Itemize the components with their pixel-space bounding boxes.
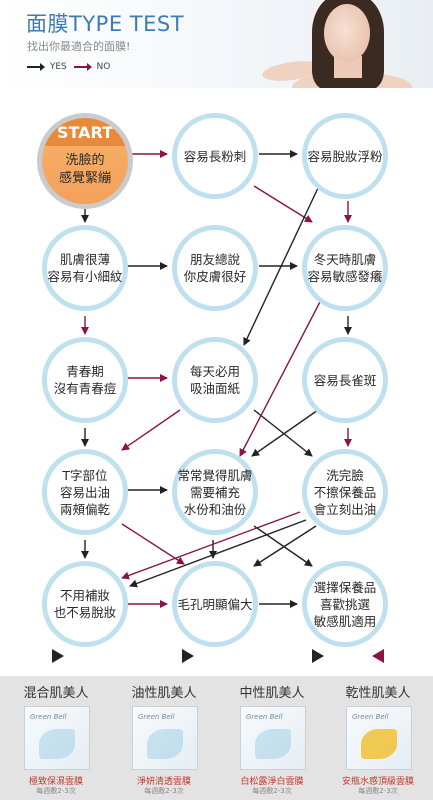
yes-arrow-icon xyxy=(27,63,45,71)
page-title: 面膜TYPE TEST xyxy=(26,12,185,36)
mask-pack-image: Green Bell xyxy=(240,706,306,770)
result-frequency: 每週敷2-3次 xyxy=(36,787,76,795)
edge-xiyou-tzone xyxy=(121,409,181,451)
edge-buchong-xuanze xyxy=(253,525,313,567)
result-card-normal[interactable]: 中性肌美人 Green Bell 白松露淨白雲膜 每週敷2-3次 xyxy=(220,676,324,800)
node-pengyou: 朋友總說你皮膚很好 xyxy=(172,225,258,311)
legend-no-label: NO xyxy=(96,62,111,72)
flowchart-connectors xyxy=(81,150,352,608)
model-portrait xyxy=(262,0,433,88)
start-node: START 洗臉的 感覺緊繃 xyxy=(37,113,133,209)
edge-xiwan-buyong-black xyxy=(129,519,307,588)
result-title: 乾性肌美人 xyxy=(345,686,411,701)
results-panel: 混合肌美人 Green Bell 極致保濕雲膜 每週敷2-3次 油性肌美人 Gr… xyxy=(0,676,433,800)
pack-brand: Green Bell xyxy=(352,713,389,721)
node-qingchun: 青春期沒有青春痘 xyxy=(42,337,128,423)
result-product: 安瓶水感頂級雲膜 xyxy=(341,777,414,787)
result-product: 白松露淨白雲膜 xyxy=(240,777,304,787)
result-title: 混合肌美人 xyxy=(23,686,89,701)
node-queban: 容易長雀斑 xyxy=(302,337,388,423)
node-tzone: T字部位容易出油兩頰偏乾 xyxy=(42,449,128,535)
legend-yes-label: YES xyxy=(49,62,67,72)
result-pointer-4-icon xyxy=(372,649,384,663)
result-frequency: 每週敷2-3次 xyxy=(252,787,292,795)
result-pointer-1-icon xyxy=(52,649,64,663)
pack-flower-icon xyxy=(39,729,75,759)
result-frequency: 每週敷2-3次 xyxy=(144,787,184,795)
pack-brand: Green Bell xyxy=(30,713,67,721)
node-buyong: 不用補妝也不易脫妝 xyxy=(42,561,128,647)
node-xiwan: 洗完臉不擦保養品會立刻出油 xyxy=(302,449,388,535)
node-xiyou: 每天必用吸油面紙 xyxy=(172,337,258,423)
result-card-oily[interactable]: 油性肌美人 Green Bell 淨妍清透雲膜 每週敷2-3次 xyxy=(112,676,216,800)
edge-xiwan-buyong-red xyxy=(121,511,301,580)
no-arrow-icon xyxy=(73,63,92,71)
legend: YES NO xyxy=(27,62,110,76)
edge-xiyou-xiwan xyxy=(253,409,313,457)
start-text: 洗臉的 感覺緊繃 xyxy=(58,153,111,186)
edge-fendi-dongtian xyxy=(253,185,313,223)
mask-pack-image: Green Bell xyxy=(346,706,412,770)
result-pointer-2-icon xyxy=(182,649,194,663)
node-buchong: 常常覺得肌膚需要補充水份和油份 xyxy=(172,449,258,535)
edge-tzone-maokong xyxy=(121,523,185,565)
result-product: 淨妍清透雲膜 xyxy=(136,777,191,787)
node-xibo: 肌膚很薄容易有小細紋 xyxy=(42,225,128,311)
pack-brand: Green Bell xyxy=(138,713,175,721)
node-fendi: 容易長粉刺 xyxy=(172,113,258,199)
pack-brand: Green Bell xyxy=(246,713,283,721)
node-tuozhuang: 容易脫妝浮粉 xyxy=(302,113,388,199)
mask-pack-image: Green Bell xyxy=(132,706,198,770)
start-label: START xyxy=(42,118,128,146)
node-maokong: 毛孔明顯偏大 xyxy=(172,561,258,647)
pack-flower-icon xyxy=(361,729,397,759)
result-title: 油性肌美人 xyxy=(131,686,197,701)
header: 面膜TYPE TEST 找出你最適合的面膜! YES NO xyxy=(0,0,433,88)
edge-queban-buchong xyxy=(251,409,319,457)
page-subtitle: 找出你最適合的面膜! xyxy=(27,40,131,53)
mask-pack-image: Green Bell xyxy=(24,706,90,770)
edge-dongtian-buchong xyxy=(239,297,323,457)
pack-flower-icon xyxy=(147,729,183,759)
result-product: 極致保濕雲膜 xyxy=(28,777,83,787)
model-neck xyxy=(334,56,362,78)
edge-xiwan-maokong xyxy=(253,525,317,567)
result-pointer-3-icon xyxy=(312,649,324,663)
pack-flower-icon xyxy=(255,729,291,759)
result-title: 中性肌美人 xyxy=(239,686,305,701)
result-frequency: 每週敷2-3次 xyxy=(358,787,398,795)
node-xuanze: 選擇保養品喜歡挑選敏感肌適用 xyxy=(302,561,388,647)
result-card-combination[interactable]: 混合肌美人 Green Bell 極致保濕雲膜 每週敷2-3次 xyxy=(4,676,108,800)
model-face xyxy=(324,4,370,62)
node-dongtian: 冬天時肌膚容易敏感發癢 xyxy=(302,225,388,311)
result-card-dry[interactable]: 乾性肌美人 Green Bell 安瓶水感頂級雲膜 每週敷2-3次 xyxy=(326,676,430,800)
